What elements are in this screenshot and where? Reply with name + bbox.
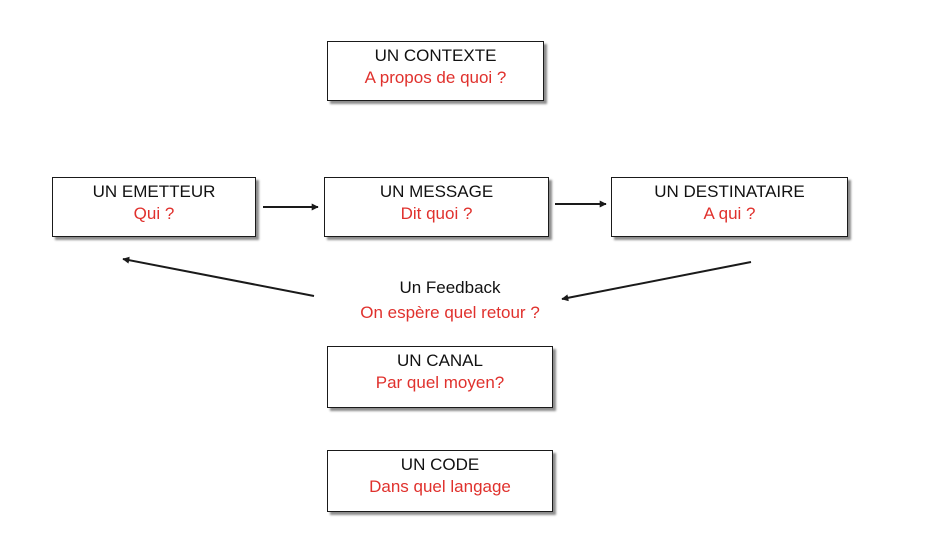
code-title: UN CODE [400, 455, 480, 474]
emetteur-question: Qui ? [133, 204, 175, 223]
box-destinataire: UN DESTINATAIRE A qui ? [611, 177, 848, 237]
feedback-title: Un Feedback [399, 278, 501, 297]
canal-title: UN CANAL [397, 351, 483, 370]
code-question: Dans quel langage [369, 477, 511, 496]
emetteur-title: UN EMETTEUR [92, 182, 216, 201]
canal-question: Par quel moyen? [375, 373, 505, 392]
destinataire-question: A qui ? [703, 204, 756, 223]
box-emetteur: UN EMETTEUR Qui ? [52, 177, 256, 237]
message-title: UN MESSAGE [379, 182, 494, 201]
message-question: Dit quoi ? [400, 204, 473, 223]
box-canal: UN CANAL Par quel moyen? [327, 346, 553, 408]
box-message: UN MESSAGE Dit quoi ? [324, 177, 549, 237]
destinataire-title: UN DESTINATAIRE [654, 182, 805, 201]
box-contexte: UN CONTEXTE A propos de quoi ? [327, 41, 544, 101]
feedback-question: On espère quel retour ? [360, 303, 540, 322]
box-code: UN CODE Dans quel langage [327, 450, 553, 512]
contexte-title: UN CONTEXTE [374, 46, 497, 65]
contexte-question: A propos de quoi ? [364, 68, 507, 87]
arrow-destinataire-to-feedback [561, 261, 752, 302]
arrow-feedback-to-emetteur [122, 256, 315, 297]
